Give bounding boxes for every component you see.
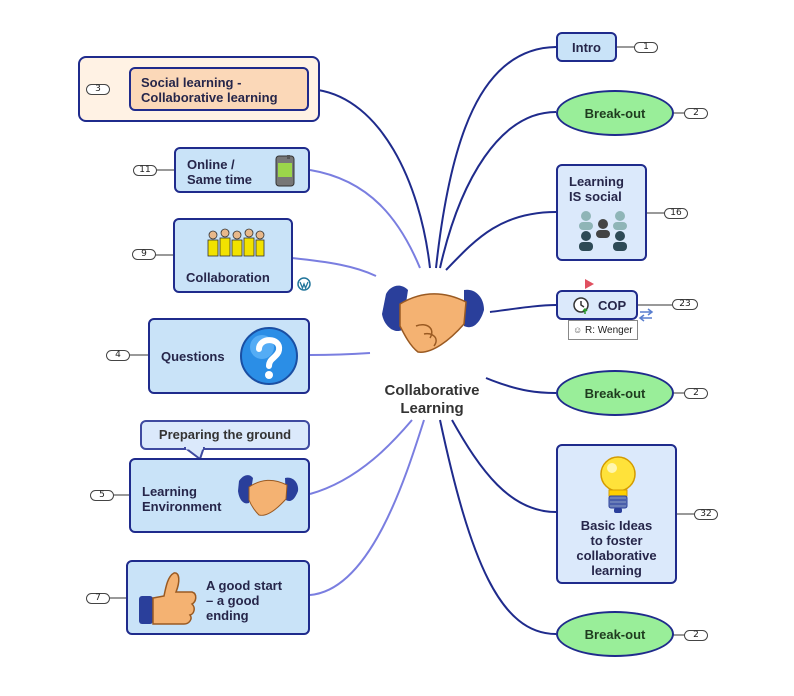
topic-label: COP bbox=[598, 298, 627, 313]
topic-label: Social learning - Collaborative learning bbox=[141, 75, 278, 105]
topic-label: Basic Ideas to foster collaborative lear… bbox=[576, 518, 657, 578]
topic-count-badge[interactable]: 11 bbox=[133, 165, 157, 176]
topic-count-badge[interactable]: 2 bbox=[684, 630, 708, 641]
topic-count-badge[interactable]: 4 bbox=[106, 350, 130, 361]
topic-count-badge[interactable]: 7 bbox=[86, 593, 110, 604]
branch-online bbox=[309, 169, 421, 269]
topic-learning-is-social[interactable]: Learning IS social bbox=[556, 164, 647, 261]
topic-count-badge[interactable]: 32 bbox=[694, 509, 718, 520]
callout-pointer bbox=[184, 447, 206, 461]
topic-online-same-time[interactable]: Online / Same time bbox=[174, 147, 310, 193]
branch-cop bbox=[489, 304, 557, 313]
wordpress-icon[interactable] bbox=[297, 277, 311, 291]
topic-count-badge[interactable]: 23 bbox=[672, 299, 698, 310]
topic-count-badge[interactable]: 2 bbox=[684, 388, 708, 399]
crowd-icon bbox=[207, 228, 265, 257]
branch-learning-is-social bbox=[445, 211, 557, 271]
branch-questions bbox=[309, 352, 371, 356]
branch-intro bbox=[435, 46, 557, 269]
topic-breakout[interactable]: Break-out bbox=[556, 370, 674, 416]
topic-social-learning-inner: Social learning - Collaborative learning bbox=[129, 67, 309, 111]
light-bulb-icon bbox=[600, 456, 636, 513]
flag-icon bbox=[585, 279, 594, 289]
topic-count-badge[interactable]: 3 bbox=[86, 84, 110, 95]
topic-basic-ideas[interactable]: Basic Ideas to foster collaborative lear… bbox=[556, 444, 677, 584]
topic-collaboration[interactable]: Collaboration bbox=[173, 218, 293, 293]
topic-count-badge[interactable]: 16 bbox=[664, 208, 688, 219]
topic-good-start[interactable]: A good start – a good ending bbox=[126, 560, 310, 635]
topic-count-badge[interactable]: 2 bbox=[684, 108, 708, 119]
clock-icon bbox=[573, 297, 589, 314]
branch-breakout-2 bbox=[485, 377, 557, 394]
handheld-device-icon bbox=[275, 155, 295, 187]
topic-intro[interactable]: Intro bbox=[556, 32, 617, 62]
branch-breakout-3 bbox=[439, 419, 557, 635]
note-tooltip: ☺ R: Wenger bbox=[568, 320, 638, 340]
branch-collaboration bbox=[291, 257, 377, 277]
central-topic-title[interactable]: Collaborative Learning bbox=[384, 382, 480, 417]
topic-cop[interactable]: COP bbox=[556, 290, 638, 320]
handshake-icon bbox=[238, 475, 299, 516]
topic-questions[interactable]: Questions bbox=[148, 318, 310, 394]
topic-label: Learning IS social bbox=[569, 174, 624, 204]
topic-count-badge[interactable]: 9 bbox=[132, 249, 156, 260]
topic-count-badge[interactable]: 5 bbox=[90, 490, 114, 501]
topic-breakout[interactable]: Break-out bbox=[556, 611, 674, 657]
link-arrows-icon bbox=[638, 308, 654, 322]
topic-label: Online / Same time bbox=[187, 157, 253, 187]
user-icon: ☺ bbox=[573, 325, 583, 335]
branch-social-learning bbox=[317, 89, 431, 269]
topic-label: Intro bbox=[572, 40, 601, 55]
topic-label: Questions bbox=[161, 349, 225, 364]
branch-good-start bbox=[309, 419, 425, 596]
topic-count-badge[interactable]: 1 bbox=[634, 42, 658, 53]
branch-learning-environment bbox=[309, 419, 413, 495]
callout-preparing-the-ground: Preparing the ground bbox=[140, 420, 310, 450]
topic-label: Learning Environment bbox=[142, 484, 222, 514]
branch-basic-ideas bbox=[451, 419, 557, 513]
topic-label: A good start – a good ending bbox=[206, 578, 283, 623]
group-icon bbox=[579, 211, 627, 251]
question-mark-icon bbox=[240, 327, 298, 385]
handshake-icon bbox=[382, 285, 484, 353]
topic-breakout[interactable]: Break-out bbox=[556, 90, 674, 136]
topic-label: Collaboration bbox=[186, 270, 270, 285]
branch-breakout-1 bbox=[439, 111, 557, 269]
topic-social-learning[interactable]: Social learning - Collaborative learning bbox=[78, 56, 320, 122]
topic-learning-environment[interactable]: Learning Environment bbox=[129, 458, 310, 533]
thumbs-up-icon bbox=[139, 572, 197, 625]
note-text: R: Wenger bbox=[584, 325, 633, 336]
